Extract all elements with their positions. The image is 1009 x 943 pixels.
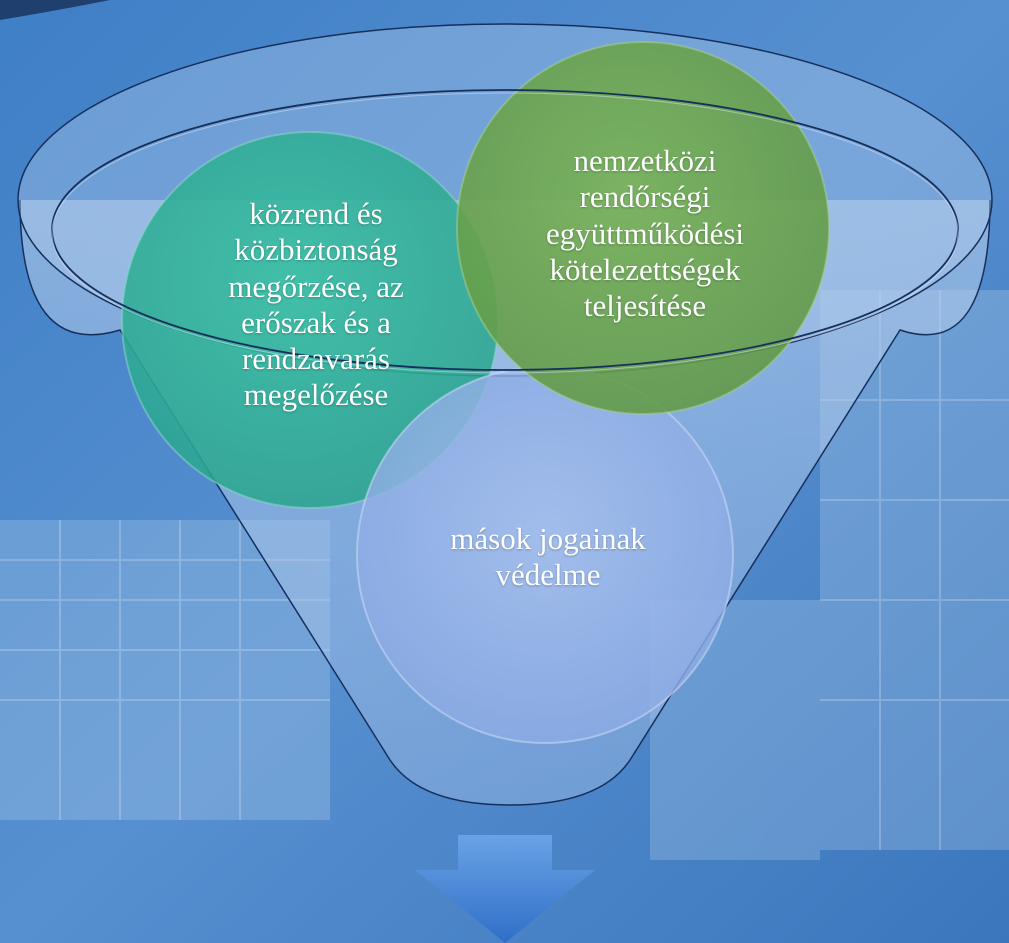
- circle-green: [456, 41, 830, 415]
- circle-green-label: nemzetközi rendőrségi együttműködési köt…: [545, 143, 745, 324]
- circle-blue-label: mások jogainak védelme: [450, 521, 646, 593]
- funnel-rim-highlight: [51, 92, 959, 374]
- corner-shade: [0, 0, 110, 20]
- arrow-down-icon: [415, 835, 595, 943]
- circle-teal-label: közrend és közbiztonság megőrzése, az er…: [228, 196, 404, 413]
